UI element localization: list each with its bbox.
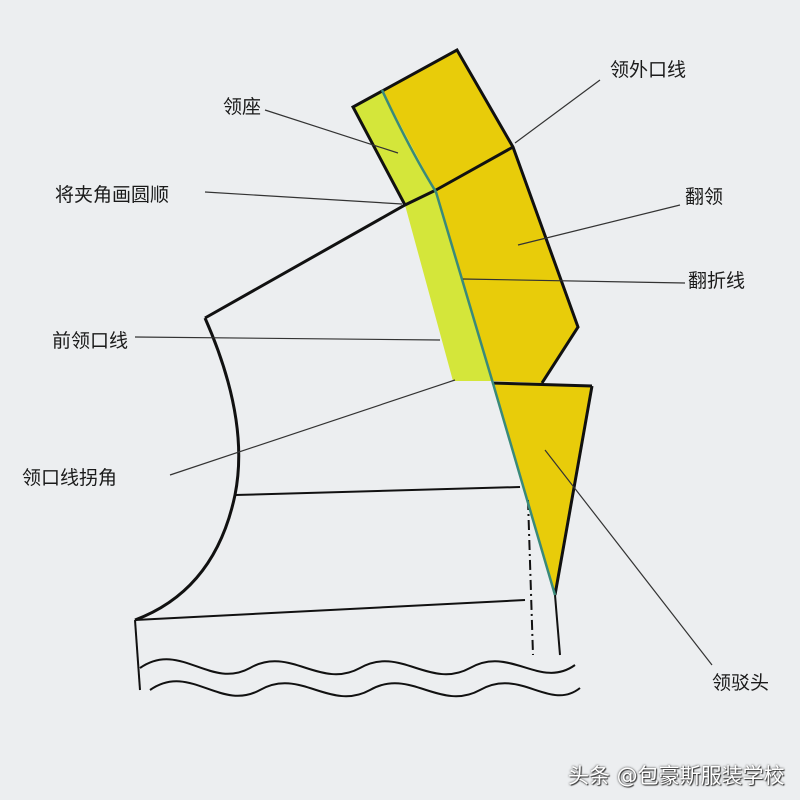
label-front-neckline: 前领口线 bbox=[52, 330, 129, 352]
lapel-shape bbox=[492, 383, 592, 595]
label-collar-stand: 领座 bbox=[223, 96, 262, 118]
leader-lines bbox=[134, 79, 713, 666]
label-neckline-corner: 领口线拐角 bbox=[22, 467, 118, 489]
label-collar-outer-edge: 领外口线 bbox=[610, 59, 687, 81]
label-fall-collar: 翻领 bbox=[685, 186, 724, 208]
label-lapel-point: 领驳头 bbox=[712, 672, 770, 694]
fall-collar-shape bbox=[382, 50, 578, 383]
watermark: 头条 @包豪斯服装学校 bbox=[568, 764, 785, 788]
outline bbox=[134, 47, 594, 622]
label-round-corner: 将夹角画圆顺 bbox=[55, 184, 170, 206]
label-roll-line: 翻折线 bbox=[688, 270, 746, 292]
body-lines bbox=[134, 486, 581, 698]
roll-line bbox=[380, 89, 557, 596]
collar-stand-shape bbox=[353, 90, 492, 381]
